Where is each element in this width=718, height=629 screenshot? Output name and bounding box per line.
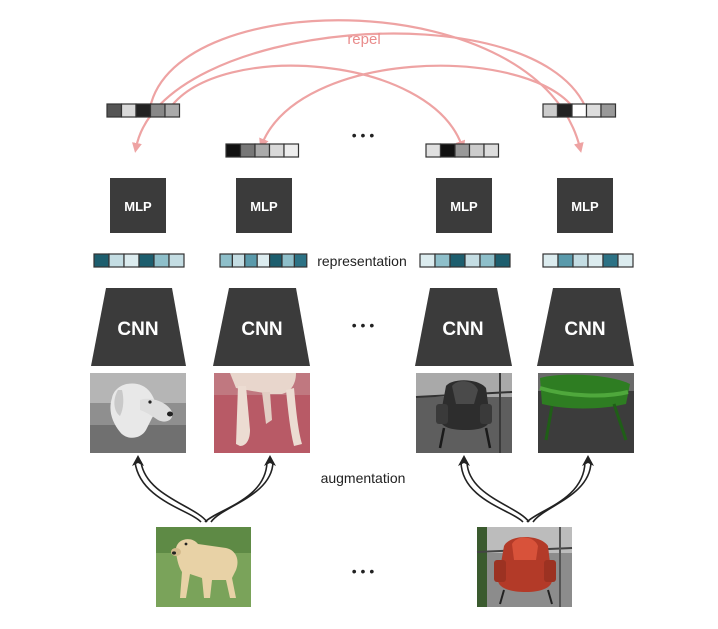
augmented-view-dog-legs-red: [214, 373, 310, 453]
vector-cell: [585, 103, 602, 118]
vector-cell: [557, 253, 574, 268]
cnn-label: CNN: [241, 319, 282, 340]
vector-cell: [123, 253, 140, 268]
vector-cell: [164, 103, 181, 118]
representation-vector-4: [542, 253, 634, 268]
vector-cell: [106, 103, 123, 118]
augmented-view-chair-grayscale: [415, 373, 513, 453]
cnn-encoder-2: CNN: [213, 288, 310, 366]
vector-cell: [108, 253, 125, 268]
vector-cell: [494, 253, 511, 268]
vector-cell: [120, 103, 137, 118]
repel-label: repel: [347, 31, 380, 48]
projection-vector-3: [425, 143, 500, 158]
projection-vector-1: [106, 103, 181, 118]
cnn-label: CNN: [442, 319, 483, 340]
ellipsis-bottom: • • •: [352, 563, 375, 579]
vector-cell: [479, 253, 496, 268]
augmented-view-dog-grayscale: [90, 373, 186, 453]
vector-cell: [93, 253, 110, 268]
vector-cell: [149, 103, 166, 118]
vector-cell: [231, 253, 246, 268]
vector-cell: [281, 253, 295, 268]
vector-cell: [138, 253, 155, 268]
mlp-label: MLP: [124, 199, 152, 214]
vector-cell: [254, 143, 271, 158]
vector-cell: [617, 253, 634, 268]
cnn-encoder-1: CNN: [91, 288, 186, 366]
vector-cell: [449, 253, 466, 268]
vector-cell: [219, 253, 233, 268]
augmentation-arrows: [134, 461, 592, 523]
vector-cell: [434, 253, 451, 268]
mlp-block-1: MLP: [110, 178, 166, 233]
vector-cell: [225, 143, 242, 158]
repel-arc-4-to-2: [259, 64, 573, 149]
cnn-encoder-3: CNN: [415, 288, 512, 366]
mlp-label: MLP: [450, 199, 478, 214]
vector-cell: [293, 253, 308, 268]
augmented-view-chair-green: [538, 373, 634, 453]
vector-cell: [239, 143, 256, 158]
source-image-dog: [156, 527, 251, 607]
cnn-encoder-4: CNN: [537, 288, 634, 366]
vector-cell: [600, 103, 617, 118]
vector-cell: [268, 143, 285, 158]
vector-cell: [571, 103, 588, 118]
augmentation-arrowheads: [132, 455, 594, 466]
vector-cell: [483, 143, 500, 158]
vector-cell: [542, 253, 559, 268]
ellipsis-middle: • • •: [352, 317, 375, 333]
vector-cell: [602, 253, 619, 268]
vector-cell: [454, 143, 471, 158]
vector-cell: [419, 253, 436, 268]
mlp-block-3: MLP: [436, 178, 492, 233]
mlp-block-2: MLP: [236, 178, 292, 233]
vector-cell: [572, 253, 589, 268]
cnn-label: CNN: [117, 319, 158, 340]
repel-arc-1-to-3: [169, 64, 466, 151]
vector-cell: [256, 253, 271, 268]
vector-cell: [468, 143, 485, 158]
vector-cell: [244, 253, 258, 268]
representation-vector-1: [93, 253, 185, 268]
vector-cell: [283, 143, 300, 158]
mlp-label: MLP: [571, 199, 599, 214]
representation-vector-3: [419, 253, 511, 268]
vector-cell: [269, 253, 283, 268]
vector-cell: [439, 143, 456, 158]
representation-vector-2: [219, 253, 308, 268]
projection-vector-4: [542, 103, 617, 118]
augmentation-label: augmentation: [321, 470, 406, 486]
source-image-chair: [476, 527, 573, 607]
ellipsis-top: • • •: [352, 127, 375, 143]
representation-label: representation: [317, 253, 407, 269]
vector-cell: [135, 103, 152, 118]
vector-cell: [464, 253, 481, 268]
mlp-label: MLP: [250, 199, 278, 214]
vector-cell: [587, 253, 604, 268]
vector-cell: [542, 103, 559, 118]
cnn-label: CNN: [564, 319, 605, 340]
vector-cell: [153, 253, 170, 268]
vector-cell: [425, 143, 442, 158]
repel-arrows: [132, 19, 586, 153]
projection-vector-2: [225, 143, 300, 158]
repel-arc-4-to-1: [132, 32, 586, 153]
mlp-block-4: MLP: [557, 178, 613, 233]
repel-arc-1-to-4: [148, 19, 584, 153]
vector-cell: [168, 253, 185, 268]
vector-cell: [556, 103, 573, 118]
